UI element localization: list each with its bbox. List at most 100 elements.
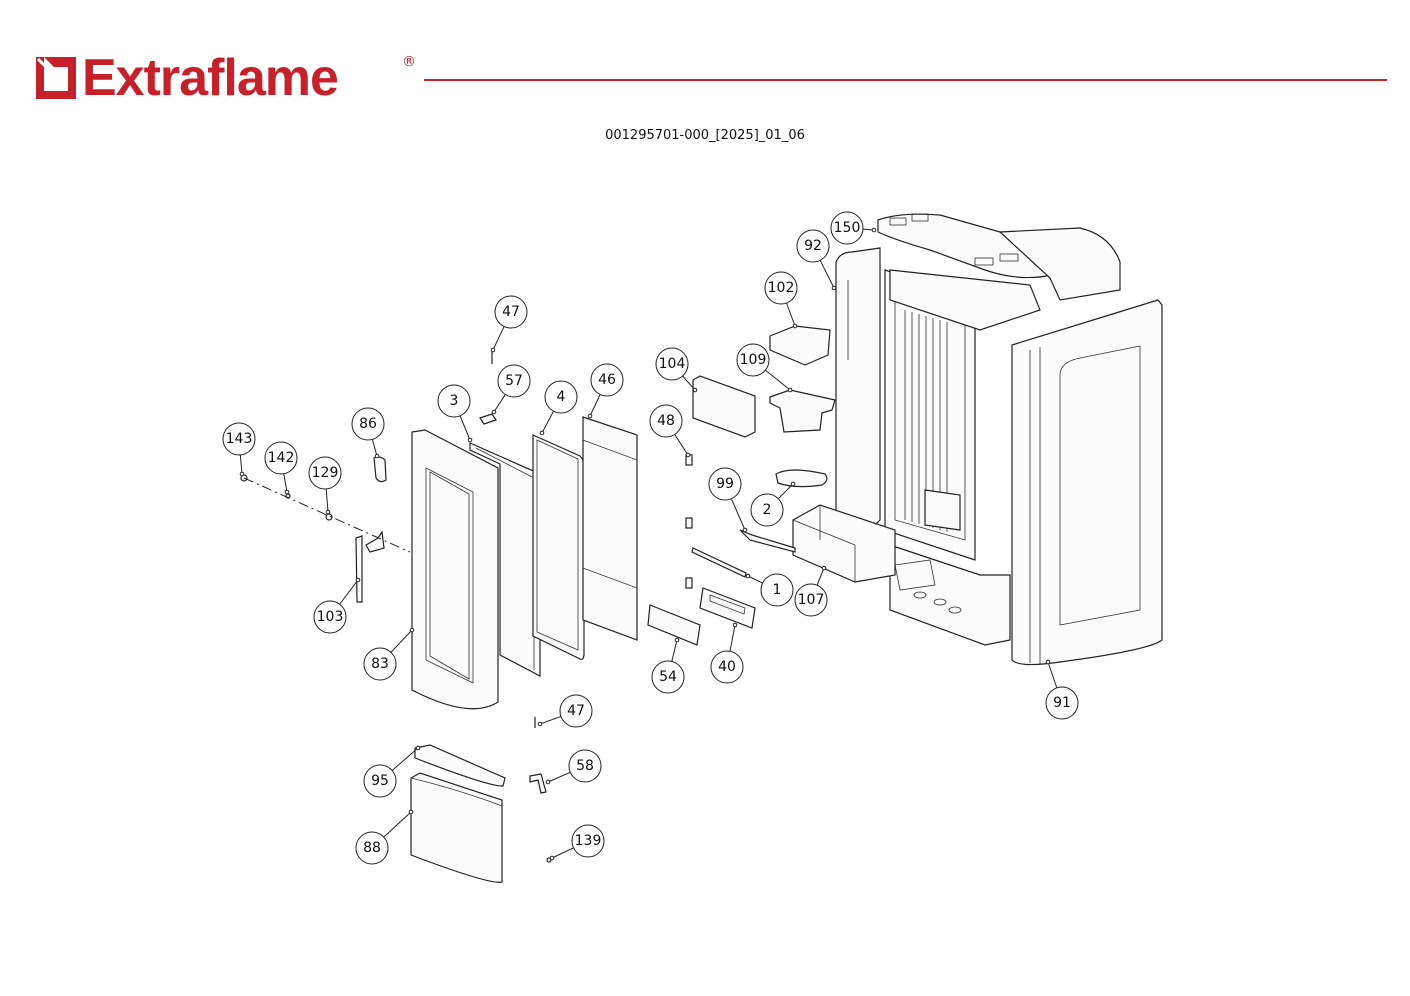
callout-circle	[794, 583, 828, 617]
callout-number: 88	[363, 840, 381, 856]
callout-number: 99	[716, 476, 734, 492]
callout-number: 54	[659, 669, 677, 685]
callout-number: 58	[576, 758, 594, 774]
leader-line	[339, 579, 359, 605]
part-door-handle	[373, 456, 387, 483]
callout-number: 4	[557, 389, 566, 405]
leader-line	[547, 771, 571, 783]
callout-number: 47	[502, 304, 520, 320]
callout-number: 92	[804, 238, 822, 254]
leader-arrow-icon	[325, 509, 331, 515]
leader-arrow-icon	[549, 855, 555, 861]
callout-circle	[559, 694, 593, 728]
leader-arrow-icon	[792, 323, 798, 329]
callout-57-latch: 57	[491, 364, 531, 415]
callout-circle	[796, 229, 830, 263]
callout-number: 142	[268, 450, 295, 466]
leader-arrow-icon	[539, 430, 545, 436]
leader-line	[390, 629, 413, 653]
part-hinge-bracket	[355, 535, 363, 603]
leader-line	[371, 439, 378, 457]
leader-arrow-icon	[732, 622, 738, 628]
callout-1-cleaning-rod: 1	[745, 573, 794, 607]
part-lower-trim	[414, 744, 506, 787]
callout-circle	[736, 343, 770, 377]
callout-circle	[222, 422, 256, 456]
callout-102-hopper-lid-box: 102	[764, 271, 798, 329]
callout-86-door-handle: 86	[351, 407, 385, 459]
part-control-panel	[692, 375, 756, 438]
callout-circle	[308, 456, 342, 490]
callout-number: 129	[312, 465, 339, 481]
leader-line	[551, 847, 574, 859]
callout-number: 47	[567, 703, 585, 719]
callout-104-control-panel: 104	[655, 347, 698, 393]
callout-circle	[264, 441, 298, 475]
leader-arrow-icon	[692, 387, 698, 393]
leader-arrow-icon	[408, 809, 414, 815]
callout-circle	[544, 380, 578, 414]
leader-line	[777, 483, 794, 500]
callout-circle	[363, 764, 397, 798]
registered-mark: ®	[402, 54, 416, 70]
callout-circle	[351, 407, 385, 441]
part-bracket	[529, 773, 547, 794]
callout-54-inspection-plate: 54	[651, 637, 685, 694]
part-cleaning-rod	[691, 547, 747, 578]
callout-3-door-gasket-frame: 3	[437, 384, 473, 443]
callout-circle	[655, 347, 689, 381]
leader-arrow-icon	[374, 453, 380, 459]
callout-circle	[355, 831, 389, 865]
callout-circle	[750, 493, 784, 527]
callout-number: 57	[505, 373, 523, 389]
leader-line	[383, 811, 412, 838]
leader-line	[671, 639, 678, 662]
callout-circle	[1045, 686, 1079, 720]
callout-number: 48	[657, 413, 675, 429]
leader-line	[1047, 661, 1058, 689]
leader-line	[819, 260, 835, 289]
leader-line	[539, 715, 562, 725]
callout-142-washer: 142	[264, 441, 298, 495]
callout-circle	[568, 749, 602, 783]
leader-arrow-icon	[284, 489, 290, 495]
leader-arrow-icon	[491, 409, 497, 415]
stove-body	[792, 213, 1163, 666]
callout-143-screw: 143	[222, 422, 256, 477]
callout-48-clip: 48	[649, 404, 691, 458]
callout-150-top-cover: 150	[830, 211, 877, 245]
part-burn-pot-gasket	[775, 469, 828, 488]
leader-arrow-icon	[239, 471, 245, 477]
leader-arrow-icon	[490, 347, 496, 353]
leader-arrow-icon	[685, 452, 691, 458]
leader-line	[492, 326, 505, 351]
leader-arrow-icon	[821, 565, 827, 571]
callout-number: 107	[798, 592, 825, 608]
part-glass-panel	[582, 416, 638, 641]
flame-logo-icon	[34, 55, 78, 101]
callout-circle	[313, 600, 347, 634]
small-parts	[240, 325, 836, 863]
callout-47-pin-lower: 47	[537, 694, 593, 728]
door-assembly	[410, 416, 638, 883]
leader-line	[682, 375, 696, 391]
extraflame-logo: Extraflame	[34, 52, 339, 104]
leader-line	[459, 415, 471, 441]
callout-92-side-panel-left: 92	[796, 229, 837, 291]
callout-circle	[830, 211, 864, 245]
leader-line	[786, 302, 796, 327]
leader-arrow-icon	[415, 745, 421, 751]
callout-4-door-glass: 4	[539, 380, 578, 436]
leader-line	[729, 624, 736, 652]
callout-number: 104	[659, 356, 686, 372]
callout-circle	[497, 364, 531, 398]
part-door-frame	[411, 429, 499, 710]
callout-number: 3	[450, 393, 459, 409]
leader-line	[391, 747, 419, 771]
callout-47-pin-upper: 47	[490, 295, 528, 353]
callout-139-screw-lower: 139	[549, 824, 605, 861]
part-side-panel-left	[835, 247, 881, 546]
callout-40-inspection-gasket: 40	[710, 622, 744, 684]
